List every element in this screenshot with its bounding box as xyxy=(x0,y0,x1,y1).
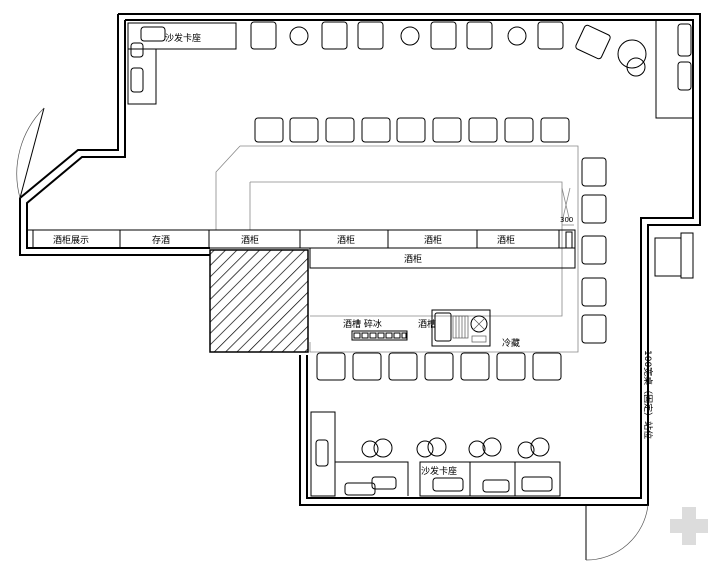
bar-stool[interactable] xyxy=(581,194,607,224)
wine-cabinet-strip: 酒柜展示 存酒 酒柜 酒柜 酒柜 酒柜 酒柜 xyxy=(26,229,576,269)
cabinet-label-1: 酒柜 xyxy=(241,234,259,246)
top-chair[interactable] xyxy=(357,21,384,50)
top-chair[interactable] xyxy=(250,21,277,50)
bar-sink-unit[interactable] xyxy=(431,309,491,347)
sink-2-label: 酒槽 xyxy=(418,318,436,330)
storage-label: 存酒 xyxy=(152,234,170,246)
cabinet-display-label: 酒柜展示 xyxy=(53,234,89,246)
bar-stool[interactable] xyxy=(468,117,498,143)
round-table[interactable] xyxy=(427,437,447,457)
sofa-booth-right[interactable] xyxy=(655,19,694,119)
top-seating-row xyxy=(250,21,647,77)
top-chair[interactable] xyxy=(321,21,348,50)
bar-stool[interactable] xyxy=(581,157,607,187)
bar-stool[interactable] xyxy=(289,117,319,143)
round-table[interactable] xyxy=(482,437,502,457)
side-door[interactable] xyxy=(585,504,649,561)
bar-stool[interactable] xyxy=(424,352,454,381)
lounge-table[interactable] xyxy=(617,39,647,69)
plus-watermark-icon xyxy=(670,507,708,545)
sofa-booth-bottom[interactable]: 沙发卡座 xyxy=(310,411,561,497)
bar-sinks: 酒槽 碎冰 酒槽 冷藏 xyxy=(343,309,520,349)
top-table[interactable] xyxy=(289,26,309,46)
entrance-door[interactable] xyxy=(16,107,45,199)
round-stool[interactable] xyxy=(416,440,434,458)
cabinet-label-3: 酒柜 xyxy=(424,234,442,246)
round-table[interactable] xyxy=(373,438,393,458)
standing-area-label: 100宽桌（固定）站位 xyxy=(642,350,654,439)
bar-stool[interactable] xyxy=(316,352,346,381)
dimension-label: 300 xyxy=(560,216,573,224)
round-stool[interactable] xyxy=(517,441,535,459)
fridge-label: 冷藏 xyxy=(502,337,520,349)
sink-ice-label: 酒槽 碎冰 xyxy=(343,318,382,330)
top-chair[interactable] xyxy=(466,21,493,50)
bar-stool[interactable] xyxy=(361,117,391,143)
bar-stools-right xyxy=(581,157,607,344)
top-table[interactable] xyxy=(400,26,420,46)
bar-stool[interactable] xyxy=(581,235,607,265)
top-table[interactable] xyxy=(507,26,527,46)
round-stool[interactable] xyxy=(361,440,379,458)
bar-stool[interactable] xyxy=(388,352,418,381)
cabinet-label-2: 酒柜 xyxy=(337,234,355,246)
sofa-booth-top[interactable]: 沙发卡座 xyxy=(127,22,237,105)
bar-stool[interactable] xyxy=(254,117,284,143)
lounge-stool[interactable] xyxy=(626,57,646,77)
outer-walls xyxy=(19,13,701,506)
bar-stool[interactable] xyxy=(352,352,382,381)
bar-stool[interactable] xyxy=(532,352,562,381)
sofa-booth-bottom-label: 沙发卡座 xyxy=(421,465,457,477)
bar-stool[interactable] xyxy=(432,117,462,143)
bar-stool[interactable] xyxy=(460,352,490,381)
bar-stool[interactable] xyxy=(581,277,607,307)
bar-stool[interactable] xyxy=(325,117,355,143)
ice-bins[interactable] xyxy=(351,330,408,341)
bar-stools-bottom xyxy=(316,352,562,381)
bar-stool[interactable] xyxy=(504,117,534,143)
bar-stool[interactable] xyxy=(396,117,426,143)
top-chair[interactable] xyxy=(430,21,457,50)
top-chair[interactable] xyxy=(537,21,564,50)
bar-counter: 300 xyxy=(215,145,579,353)
bar-stool[interactable] xyxy=(540,117,570,143)
lounge-armchair[interactable] xyxy=(575,24,611,60)
bar-stools-top xyxy=(254,117,570,143)
bar-stool[interactable] xyxy=(496,352,526,381)
cabinet-label-4: 酒柜 xyxy=(497,234,515,246)
cabinet-lower-label: 酒柜 xyxy=(404,253,422,265)
round-table[interactable] xyxy=(530,437,550,457)
bar-stool[interactable] xyxy=(581,314,607,344)
sofa-booth-top-label: 沙发卡座 xyxy=(165,32,201,44)
round-stool[interactable] xyxy=(468,440,486,458)
structural-column xyxy=(209,249,309,353)
bottom-round-tables xyxy=(361,437,550,459)
